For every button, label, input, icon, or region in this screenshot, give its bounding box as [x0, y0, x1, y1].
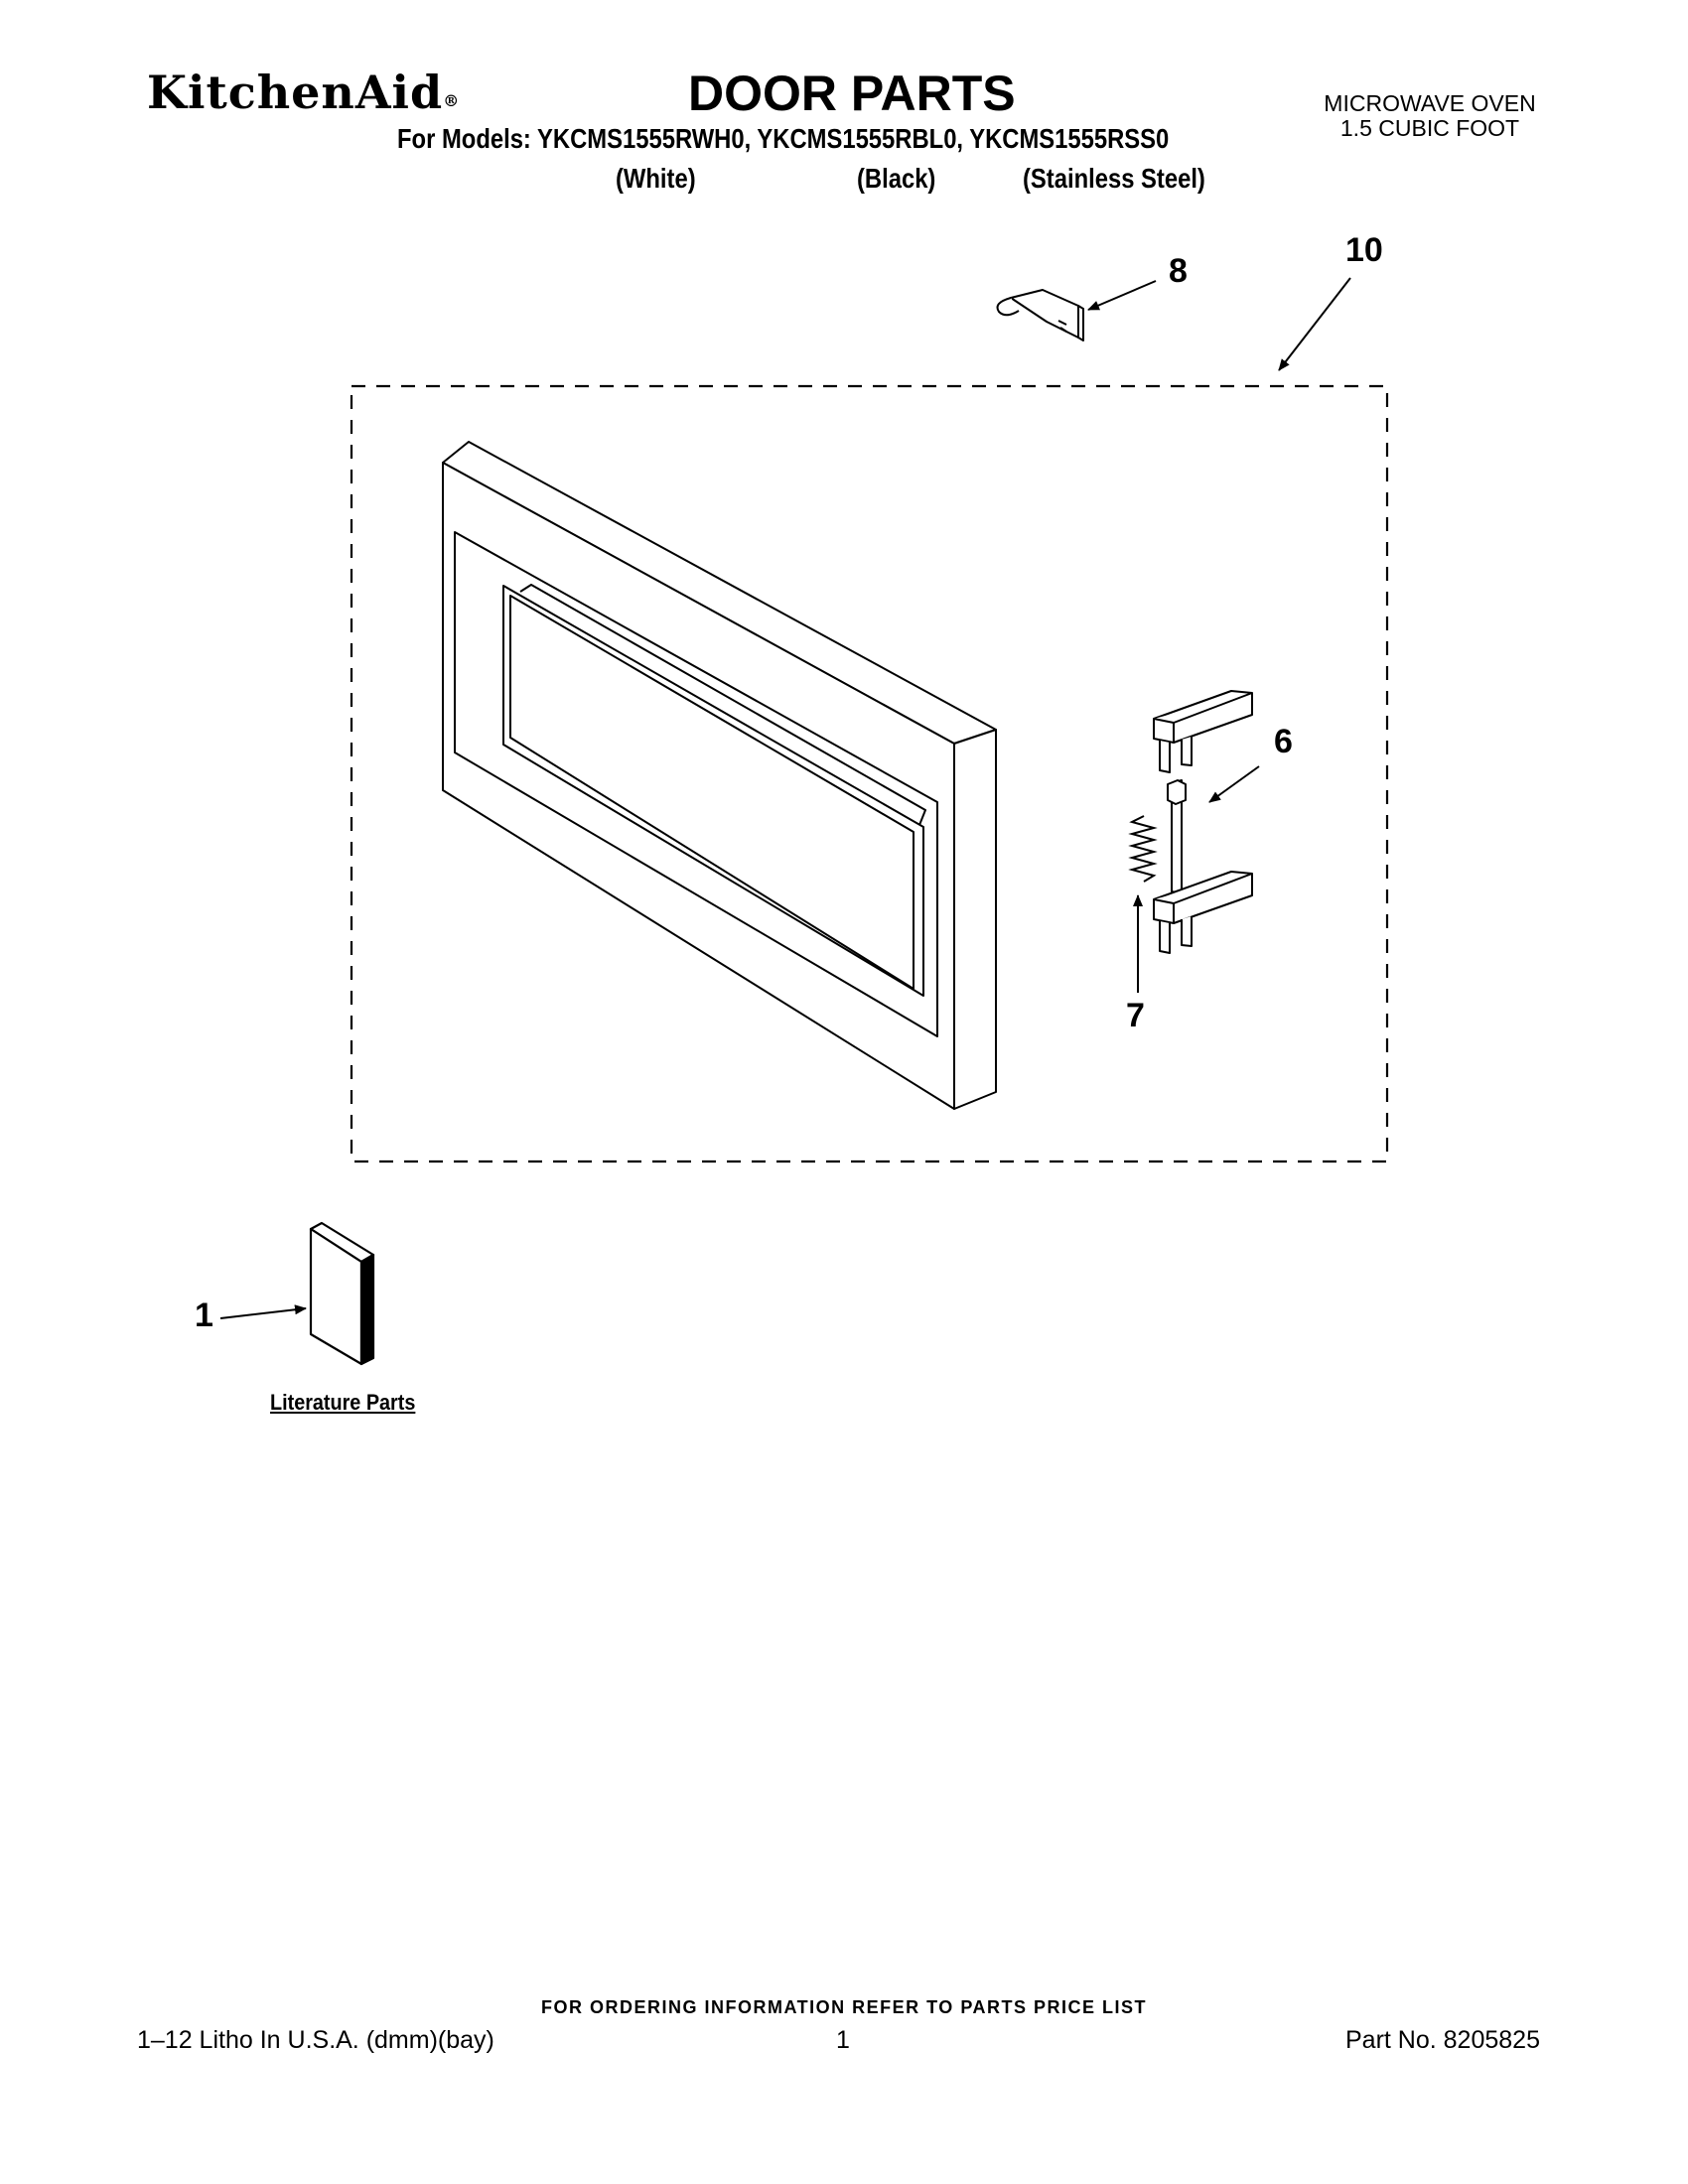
part-6-latch [1153, 690, 1253, 954]
appliance-info: MICROWAVE OVEN 1.5 CUBIC FOOT [1281, 91, 1579, 141]
brand-name: KitchenAid [147, 66, 444, 119]
ordering-note: FOR ORDERING INFORMATION REFER TO PARTS … [540, 1997, 1147, 2017]
color-black: (Black) [857, 163, 936, 194]
callout-6: 6 [1274, 723, 1293, 760]
page-title: DOOR PARTS [688, 66, 1016, 121]
part-number: Part No. 8205825 [1345, 2026, 1540, 2054]
models-line: For Models: YKCMS1555RWH0, YKCMS1555RBL0… [397, 123, 1170, 154]
registered-mark: ® [443, 91, 461, 110]
color-white: (White) [616, 163, 696, 194]
part-7-spring [1128, 815, 1158, 883]
part-8-clip [996, 289, 1084, 341]
callout-8: 8 [1169, 252, 1188, 290]
leader-lines [219, 277, 1351, 1319]
brand-logo: KitchenAid® [147, 69, 460, 115]
appliance-capacity: 1.5 CUBIC FOOT [1339, 114, 1520, 141]
door-assembly-box [350, 384, 1389, 1163]
leader-6 [1208, 765, 1260, 803]
appliance-type: MICROWAVE OVEN [1324, 90, 1536, 116]
color-stainless: (Stainless Steel) [1023, 163, 1205, 194]
litho-info: 1–12 Litho In U.S.A. (dmm)(bay) [137, 2026, 494, 2054]
callout-10: 10 [1345, 231, 1383, 269]
part-1-literature [309, 1221, 375, 1366]
page-number: 1 [836, 2026, 850, 2054]
leader-8 [1087, 280, 1157, 311]
callout-1: 1 [195, 1297, 213, 1334]
callout-7: 7 [1126, 997, 1145, 1034]
leader-10 [1278, 277, 1351, 371]
literature-parts-label: Literature Parts [270, 1390, 416, 1415]
door-panel [442, 441, 997, 1110]
leader-1 [219, 1304, 307, 1319]
